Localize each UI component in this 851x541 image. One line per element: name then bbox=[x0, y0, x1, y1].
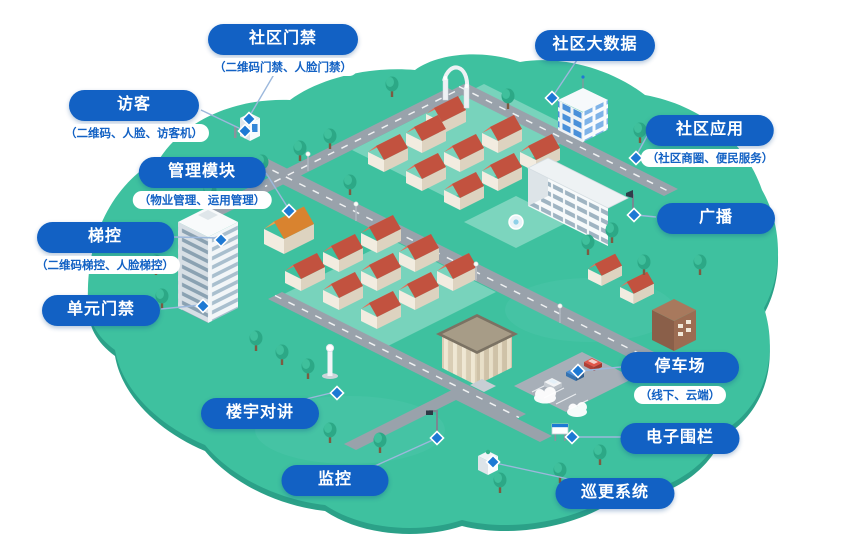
callout-management-module: 管理模块 （物业管理、运用管理） bbox=[132, 157, 272, 209]
callout-elevator-control-pill: 梯控 bbox=[36, 222, 174, 253]
callout-visitor: 访客 （二维码、人脸、访客机） bbox=[59, 90, 209, 142]
callout-broadcast-pill: 广播 bbox=[657, 203, 775, 234]
callout-patrol: 巡更系统 bbox=[555, 478, 675, 509]
callout-electric-fence-pill: 电子围栏 bbox=[620, 423, 740, 454]
callout-community-app-pill: 社区应用 bbox=[646, 115, 774, 146]
callout-community-access-subtitle: （二维码门禁、人脸门禁） bbox=[208, 58, 358, 76]
civic-building bbox=[436, 314, 518, 392]
brown-building bbox=[652, 299, 696, 351]
callout-intercom-pill: 楼宇对讲 bbox=[201, 398, 319, 429]
callout-intercom: 楼宇对讲 bbox=[201, 398, 319, 429]
callout-patrol-pill: 巡更系统 bbox=[555, 478, 675, 509]
callout-parking: 停车场 （线下、云端） bbox=[621, 352, 739, 404]
callout-elevator-control: 梯控 （二维码梯控、人脸梯控） bbox=[30, 222, 180, 274]
commercial-building bbox=[527, 157, 629, 246]
callout-big-data: 社区大数据 bbox=[535, 30, 655, 61]
callout-community-app: 社区应用 （社区商圈、便民服务） bbox=[640, 115, 780, 167]
office-tower bbox=[178, 207, 238, 324]
monument bbox=[322, 343, 338, 379]
callout-electric-fence: 电子围栏 bbox=[620, 423, 740, 454]
callout-visitor-pill: 访客 bbox=[69, 90, 199, 121]
callout-surveillance-pill: 监控 bbox=[281, 465, 389, 496]
callout-community-app-subtitle: （社区商圈、便民服务） bbox=[640, 149, 780, 167]
callout-elevator-control-subtitle: （二维码梯控、人脸梯控） bbox=[30, 256, 180, 274]
callout-big-data-pill: 社区大数据 bbox=[535, 30, 655, 61]
callout-broadcast: 广播 bbox=[657, 203, 775, 234]
callout-community-access-pill: 社区门禁 bbox=[208, 24, 358, 55]
callout-visitor-subtitle: （二维码、人脸、访客机） bbox=[59, 124, 209, 142]
callout-unit-access: 单元门禁 bbox=[42, 295, 160, 326]
callout-parking-pill: 停车场 bbox=[621, 352, 739, 383]
callout-unit-access-pill: 单元门禁 bbox=[42, 295, 160, 326]
data-center-building bbox=[558, 75, 608, 143]
fence-sign bbox=[551, 423, 569, 441]
cloud-icon bbox=[534, 387, 556, 404]
cloud-icon bbox=[567, 402, 587, 417]
callout-community-access: 社区门禁 （二维码门禁、人脸门禁） bbox=[208, 24, 358, 76]
callout-parking-subtitle: （线下、云端） bbox=[633, 386, 727, 404]
entrance-gate bbox=[442, 65, 470, 109]
callout-surveillance: 监控 bbox=[281, 465, 389, 496]
callout-management-module-pill: 管理模块 bbox=[138, 157, 266, 188]
callout-management-module-subtitle: （物业管理、运用管理） bbox=[132, 191, 272, 209]
